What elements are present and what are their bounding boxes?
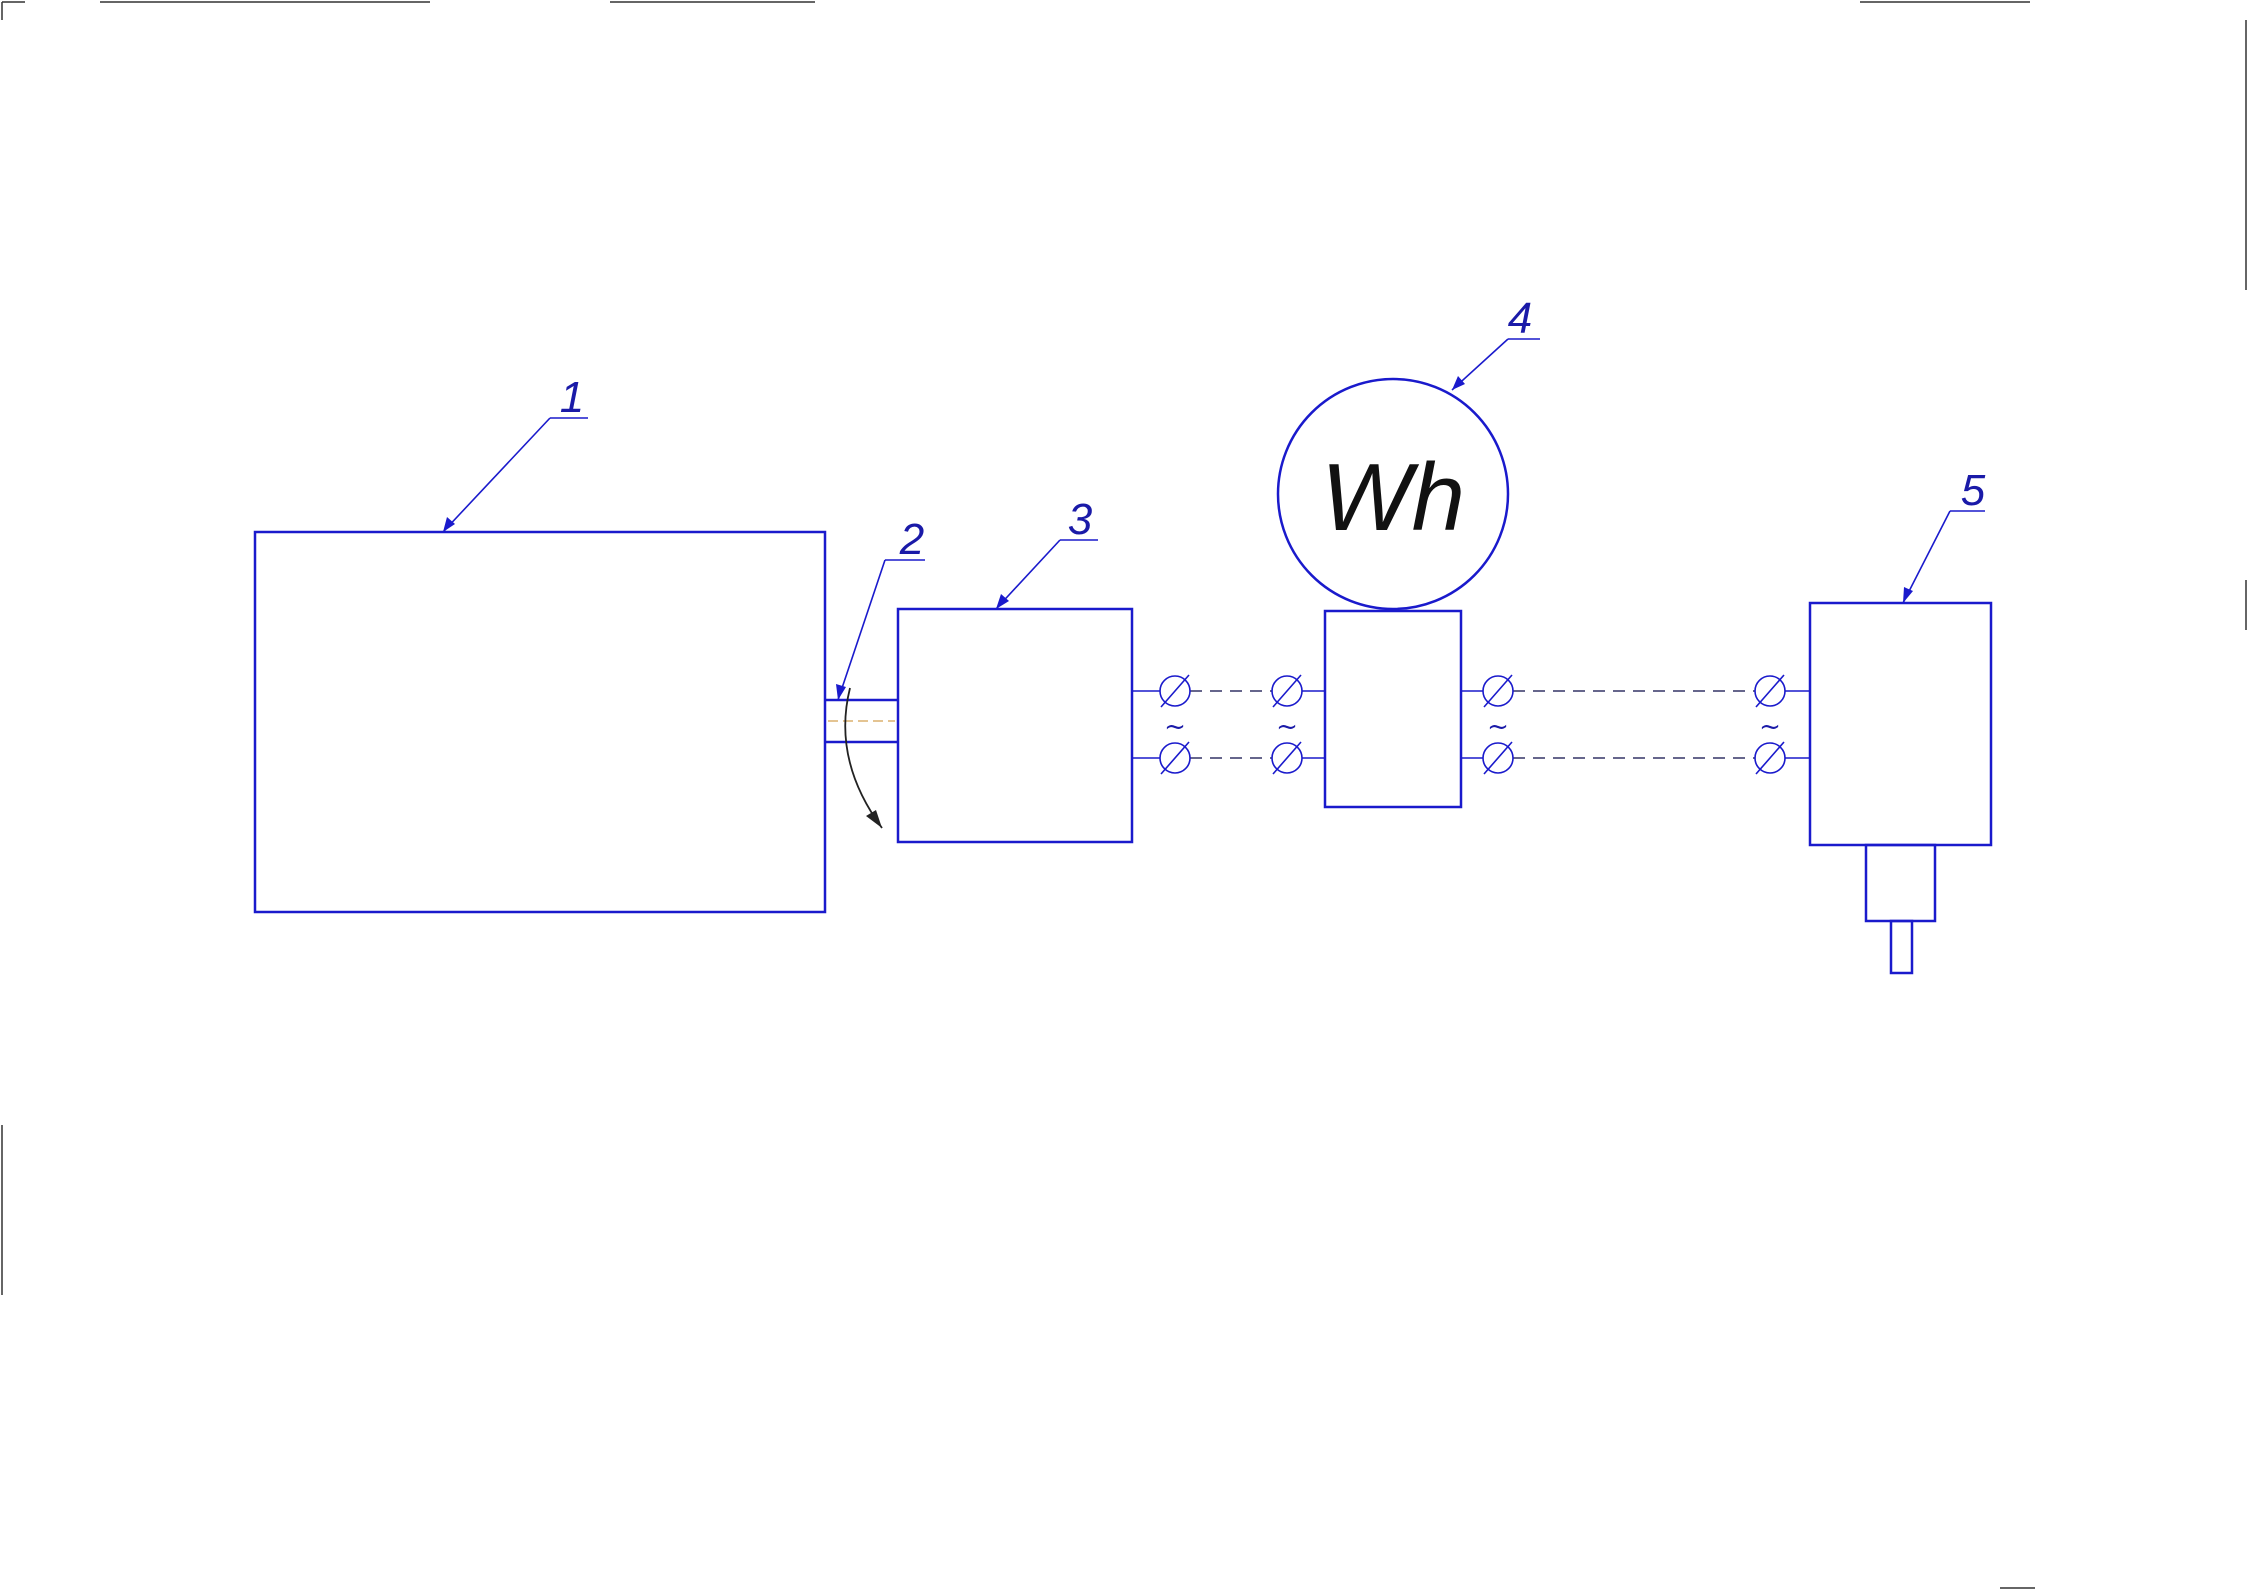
ac-symbol: ~ [1759,712,1781,742]
terminal [1482,741,1514,775]
block-5-shaft-housing [1864,843,1937,923]
terminal [1159,674,1191,708]
terminal [1754,741,1786,775]
leader-1: 1 [442,373,588,533]
block-3 [896,607,1134,844]
terminal [1271,741,1303,775]
callout-4: 4 [1508,294,1532,343]
terminal-group-5-in: ~ [1754,674,1786,775]
leader-2: 2 [836,515,925,701]
wire-stubs [1132,690,1810,759]
callout-2: 2 [899,515,924,564]
callout-3: 3 [1068,495,1093,544]
terminal-group-4-out: ~ [1482,674,1514,775]
terminal [1159,741,1191,775]
terminal-group-4-in: ~ [1271,674,1303,775]
ac-symbol: ~ [1164,712,1186,742]
callout-5: 5 [1961,466,1986,515]
cable-lines [1190,690,1755,759]
block-5 [1808,601,1993,847]
terminal [1754,674,1786,708]
callout-1: 1 [560,373,584,422]
meter-label: Wh [1321,444,1465,551]
shaft-2 [825,698,898,744]
ac-symbol: ~ [1487,712,1509,742]
block-4-box [1323,609,1463,809]
leader-4: 4 [1451,294,1540,391]
block-5-shaft [1889,919,1914,975]
meter-circle [1276,377,1510,611]
rotation-arrow [844,687,883,829]
block-1 [253,530,827,914]
ac-symbol: ~ [1276,712,1298,742]
leader-3: 3 [995,495,1098,610]
leader-5: 5 [1902,466,1986,604]
terminal-group-3-out: ~ [1159,674,1191,775]
terminal [1482,674,1514,708]
terminal [1271,674,1303,708]
